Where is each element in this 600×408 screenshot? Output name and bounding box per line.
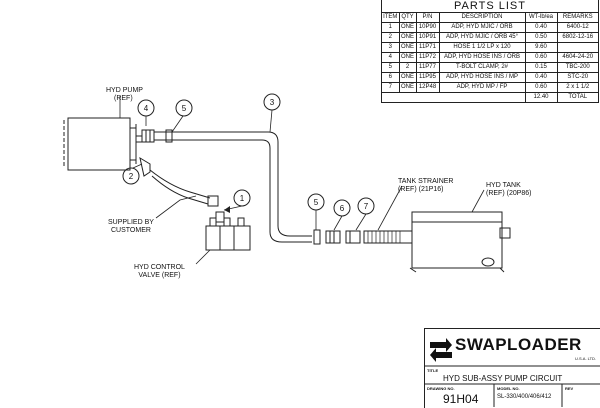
rev-label: REV	[565, 386, 574, 391]
balloon-text-4: 4	[144, 104, 149, 113]
balloon-7	[357, 197, 375, 215]
company-name: SWAPLOADER	[455, 335, 582, 354]
leader-7	[355, 213, 367, 231]
company-sub: U.S.A. LTD.	[575, 356, 597, 361]
balloon-text-2: 2	[129, 172, 134, 181]
balloon-4	[137, 99, 155, 117]
balloon-2	[122, 167, 140, 185]
leader-tank	[471, 189, 485, 213]
total-row: 12.40 TOTAL	[382, 92, 598, 102]
label-tank-strainer: TANK STRAINER (REF) (21P16)	[398, 178, 454, 193]
parts-list-title: PARTS LIST	[382, 0, 598, 13]
parts-list: PARTS LIST ITEM QTY P/N DESCRIPTION WT-l…	[381, 0, 599, 103]
clamp-5-tank	[313, 229, 321, 245]
hyd-control-valve	[205, 211, 251, 251]
arrow-head	[224, 206, 230, 213]
leader-6	[333, 215, 343, 231]
hyd-tank	[409, 211, 511, 273]
drawing-title: HYD SUB-ASSY PUMP CIRCUIT	[443, 374, 563, 383]
balloon-text-6: 6	[340, 204, 345, 213]
leader-2	[132, 163, 143, 169]
drawing-no: 91H04	[443, 392, 479, 406]
adapter-7	[345, 230, 361, 244]
hyd-pump	[63, 117, 143, 171]
total-label: TOTAL	[556, 92, 598, 102]
balloon-text-1: 1	[240, 194, 245, 203]
drawing-no-label: DRAWING NO.	[427, 386, 455, 391]
leader-valve	[195, 249, 211, 265]
leader-5a	[171, 115, 184, 133]
balloon-text-3: 3	[270, 98, 275, 107]
balloon-text-7: 7	[364, 202, 369, 211]
swaploader-logo-icon	[430, 338, 452, 362]
label-hyd-tank: HYD TANK (REF) (20P86)	[486, 182, 532, 197]
leader-supplied	[155, 195, 197, 219]
hose-3	[154, 131, 312, 237]
balloon-5a	[175, 99, 193, 117]
title-label: TITLE	[427, 368, 439, 373]
elbow-adapter-2	[139, 156, 151, 177]
label-supplied-by-customer: SUPPLIED BY CUSTOMER	[108, 219, 154, 234]
balloon-text-5a: 5	[182, 104, 187, 113]
parts-table: ITEM QTY P/N DESCRIPTION WT-lb/ea REMARK…	[382, 13, 598, 102]
leader-strainer	[377, 185, 403, 231]
balloon-text-5b: 5	[314, 198, 319, 207]
model-no: SL-330/400/406/412	[497, 394, 552, 400]
adapter-4	[141, 129, 155, 143]
adapter-6	[325, 230, 341, 244]
balloon-3	[263, 93, 281, 111]
model-no-label: MODEL NO.	[497, 386, 520, 391]
title-block: SWAPLOADER U.S.A. LTD. TITLE HYD SUB-ASS…	[424, 328, 600, 408]
balloon-1	[233, 189, 251, 207]
balloon-5b	[307, 193, 325, 211]
clamp-5-pump	[165, 129, 173, 143]
cell-remarks: 2 x 1 1/2	[556, 82, 598, 93]
label-control-valve: HYD CONTROL VALVE (REF)	[134, 264, 185, 279]
label-hyd-pump: HYD PUMP (REF)	[106, 87, 143, 102]
leader-3	[269, 109, 273, 133]
balloon-6	[333, 199, 351, 217]
